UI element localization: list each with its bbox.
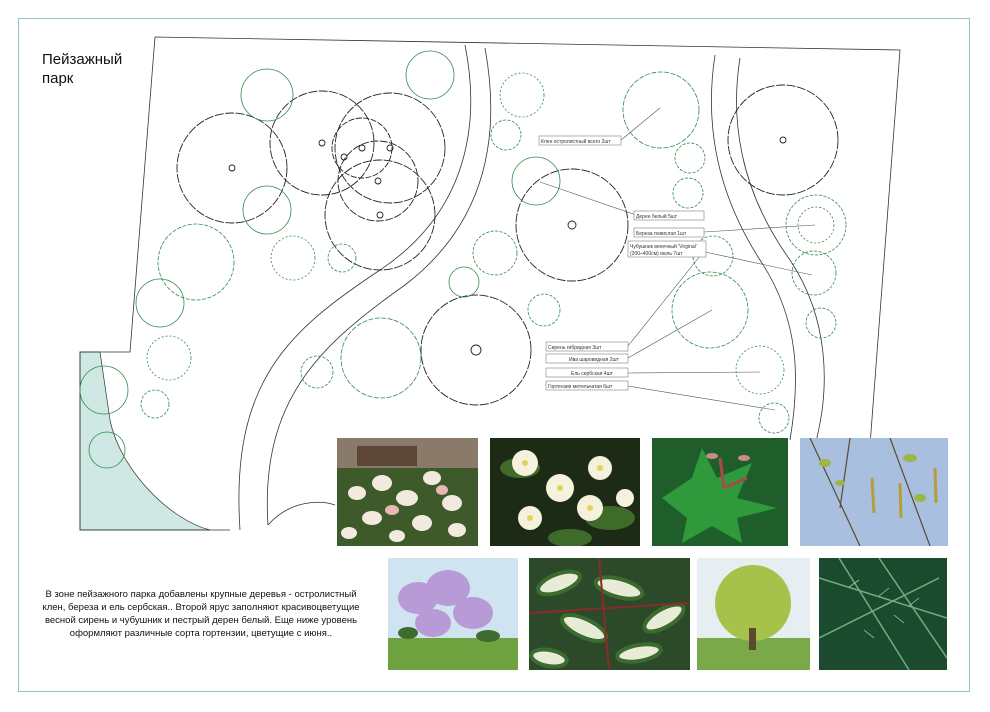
tree-canopy — [176, 112, 288, 224]
label-siren: Сирень гибридная 3шт — [548, 345, 602, 351]
label-chub-2: (300÷400см) июль 7шт — [630, 251, 683, 257]
description-caption: В зоне пейзажного парка добавлены крупны… — [42, 589, 360, 639]
shrub — [785, 194, 847, 256]
tree-canopy — [420, 294, 532, 406]
shrub — [671, 271, 749, 349]
shrub — [300, 355, 334, 389]
shrub — [735, 345, 785, 395]
label-chub-1: Чубушник венечный 'Virginal' — [630, 243, 697, 250]
shrub — [797, 206, 835, 244]
shrub — [490, 119, 522, 151]
site-boundary — [79, 36, 901, 531]
birch-photo — [800, 438, 948, 546]
lilac-photo — [388, 558, 518, 670]
shrub — [240, 68, 294, 122]
shrub — [242, 185, 292, 235]
shrubs — [79, 50, 847, 469]
large-trees — [176, 84, 839, 406]
tree-canopy — [331, 117, 393, 179]
label-bereza: Береза повислая 1шт — [636, 231, 687, 237]
shrub — [88, 431, 126, 469]
shrub — [448, 266, 480, 298]
shrub — [157, 223, 235, 301]
shrub — [511, 156, 561, 206]
label-iva: Ива шаровидная 2шт — [569, 357, 620, 363]
title-line-1: Пейзажный — [42, 51, 123, 68]
tree-canopy — [269, 90, 375, 196]
tree-canopy — [337, 140, 419, 222]
shrub — [672, 177, 704, 209]
title-line-2: парк — [42, 70, 74, 87]
shrub — [791, 250, 837, 296]
mock-orange-photo — [490, 438, 640, 546]
shrub — [472, 230, 518, 276]
footpath-right-edge — [736, 57, 825, 446]
tree-canopy — [727, 84, 839, 196]
label-klen: Клен остролистный всего 2шт — [541, 138, 611, 145]
page-title: Пейзажный парк — [42, 50, 162, 88]
label-deren: Дерен белый 5шт — [636, 213, 678, 220]
lawn-patch — [79, 351, 211, 531]
label-gort: Гортензия метельчатая 6шт — [548, 384, 613, 390]
dogwood-photo — [529, 558, 690, 670]
spruce-photo — [819, 558, 947, 670]
leader-lines — [539, 107, 816, 411]
hydrangea-photo — [337, 438, 478, 546]
tree-canopy — [515, 168, 629, 282]
footpath-right — [711, 54, 796, 441]
maple-photo — [652, 438, 788, 546]
shrub — [79, 365, 129, 415]
tree-canopy — [334, 92, 446, 204]
shrub — [527, 293, 561, 327]
shrub — [758, 402, 790, 434]
shrub — [270, 235, 316, 281]
label-el: Ель сербская 4шт — [571, 371, 614, 377]
willow-photo — [697, 558, 810, 670]
shrub — [140, 389, 170, 419]
shrub — [340, 317, 422, 399]
label-boxes: Клен остролистный всего 2шт Дерен белый … — [538, 135, 707, 391]
shrub — [674, 142, 706, 174]
shrub — [327, 243, 357, 273]
shrub — [146, 335, 192, 381]
shrub — [805, 307, 837, 339]
shrub — [405, 50, 455, 100]
footpath-left-edge — [266, 47, 492, 526]
sheet-frame — [18, 18, 970, 692]
tree-canopy — [324, 159, 436, 271]
shrub — [622, 71, 700, 149]
shrub — [499, 72, 545, 118]
footpath-bottom — [267, 502, 336, 526]
shrub — [135, 278, 185, 328]
